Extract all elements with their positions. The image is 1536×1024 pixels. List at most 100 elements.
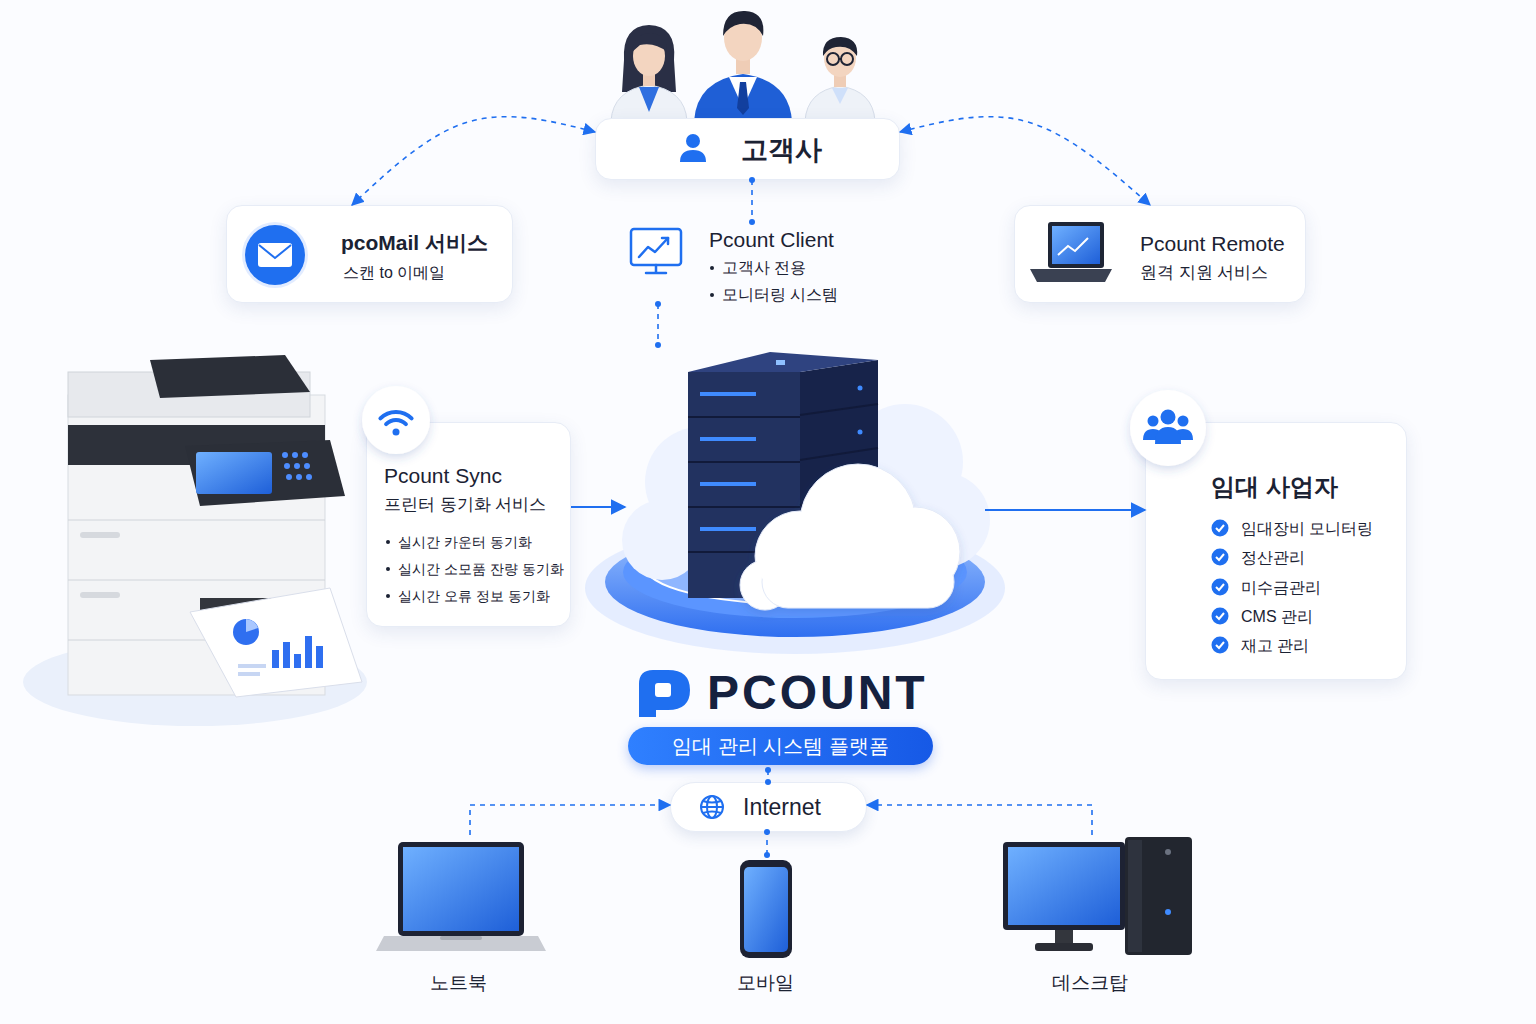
- node-text: 모니터링 시스템: [722, 285, 838, 304]
- connector-dot: [765, 767, 771, 773]
- node-title: 노트북: [378, 972, 538, 995]
- check-icons: [1212, 520, 1229, 537]
- globe-icon: [701, 796, 723, 818]
- desktop-illustration: [1125, 837, 1192, 955]
- node-text: 실시간 소모품 잔량 동기화: [398, 561, 564, 578]
- flow-arrow: [985, 509, 1145, 511]
- check-icons: [1212, 637, 1229, 654]
- group-icon: [1161, 410, 1176, 425]
- server-leds: [858, 430, 863, 435]
- server-leds: [700, 482, 756, 486]
- person-man: [737, 82, 749, 115]
- dashed-connector: [766, 832, 768, 855]
- internet-pill: Internet: [670, 782, 867, 832]
- pcount-logo: [639, 670, 690, 717]
- printer-keypad: [282, 452, 288, 458]
- person-man: [723, 11, 763, 36]
- monitor-chart-icon: [639, 238, 668, 257]
- printer-illustration: [68, 580, 325, 581]
- monitor-chart-icon: [631, 229, 681, 265]
- server-stripes: [800, 448, 878, 460]
- node-text: 스캔 to 이메일: [343, 263, 445, 282]
- dashed-connector: [657, 304, 659, 345]
- printer-chart: [316, 646, 323, 668]
- printer-illustration: [196, 452, 272, 494]
- printer-chart: [272, 636, 323, 668]
- check-icons: [1216, 525, 1224, 531]
- remote-laptop-icon: [1030, 269, 1112, 282]
- connector-dot: [765, 779, 771, 785]
- mail-icon: [242, 222, 308, 288]
- globe-icon: [703, 801, 721, 803]
- desktop-illustration: [1008, 847, 1120, 925]
- connector-dot: [749, 219, 755, 225]
- server-cloud-illustration: [688, 352, 878, 372]
- remote-laptop-icon: [1058, 238, 1088, 255]
- laptop-illustration: [376, 842, 546, 951]
- person-glasses: [805, 37, 875, 121]
- front-cloud: [762, 556, 954, 608]
- group-icon: [1148, 416, 1159, 427]
- person-icon: [686, 134, 700, 148]
- group-icon: [1173, 429, 1193, 440]
- node-title: 모바일: [715, 972, 815, 995]
- service-card: Pcount Sync프린터 동기화 서비스실시간 카운터 동기화실시간 소모품…: [366, 422, 571, 627]
- check-icons: [1216, 584, 1224, 590]
- device-desktop: 데스크탑: [990, 835, 1190, 1000]
- check-icons: [1212, 608, 1229, 625]
- node-title: Internet: [743, 794, 821, 822]
- brand-name: PCOUNT: [707, 664, 928, 722]
- node-title: Pcount Remote: [1140, 231, 1285, 256]
- printer-illustration: [238, 672, 260, 676]
- connector-dot: [749, 177, 755, 183]
- connector-dot: [655, 301, 661, 307]
- server-leds: [700, 392, 756, 396]
- node-text: 고객사 전용: [722, 258, 806, 277]
- pcount-logo: [639, 670, 690, 717]
- server-leds: [700, 437, 756, 441]
- check-icons: [1212, 579, 1229, 596]
- server-cloud-illustration: [585, 352, 1005, 654]
- remote-laptop-icon: [1030, 222, 1112, 282]
- desktop-illustration: [1165, 849, 1171, 855]
- front-cloud-fill: [756, 465, 959, 607]
- node-text: 원격 지원 서비스: [1140, 263, 1268, 283]
- person-woman: [611, 25, 687, 121]
- node-text: 실시간 카운터 동기화: [398, 534, 532, 551]
- group-icon: [1178, 416, 1189, 427]
- monitor-chart-icon: [631, 229, 681, 273]
- person-man: [694, 11, 792, 121]
- service-card: pcoMail 서비스스캔 to 이메일: [226, 205, 513, 303]
- client-company-box: 고객사: [595, 118, 900, 180]
- laptop-illustration: [398, 842, 524, 936]
- printer-illustration: [80, 532, 120, 538]
- printer-chart: [283, 642, 290, 668]
- check-icons: [1212, 520, 1229, 654]
- node-text: 정산관리: [1241, 548, 1305, 567]
- printer-keypad: [286, 474, 292, 480]
- desktop-illustration: [1165, 909, 1171, 915]
- printer-illustration: [68, 395, 325, 695]
- printer-chart: [294, 654, 301, 668]
- front-cloud-fill: [764, 557, 952, 607]
- printer-keypad: [292, 452, 298, 458]
- wifi-icon: [393, 429, 400, 436]
- node-title: 고객사: [741, 134, 822, 166]
- printer-illustration: [185, 440, 345, 506]
- person-glasses: [839, 58, 841, 60]
- person-woman: [622, 25, 676, 92]
- person-icon: [680, 150, 706, 162]
- dashed-connector: [867, 805, 1092, 835]
- node-title: 임대 사업자: [1211, 473, 1338, 502]
- globe-icon: [701, 806, 723, 808]
- mail-icon: [242, 222, 308, 288]
- wifi-icon: [362, 386, 430, 454]
- server-leds: [700, 527, 756, 531]
- server-leds: [858, 386, 863, 391]
- server-stripes: [800, 404, 878, 415]
- printer-keypad: [306, 474, 312, 480]
- check-icons: [1212, 549, 1229, 566]
- server-stripes: [688, 416, 800, 418]
- laptop-illustration: [376, 936, 546, 951]
- node-text: 임대장비 모니터링: [1241, 519, 1373, 538]
